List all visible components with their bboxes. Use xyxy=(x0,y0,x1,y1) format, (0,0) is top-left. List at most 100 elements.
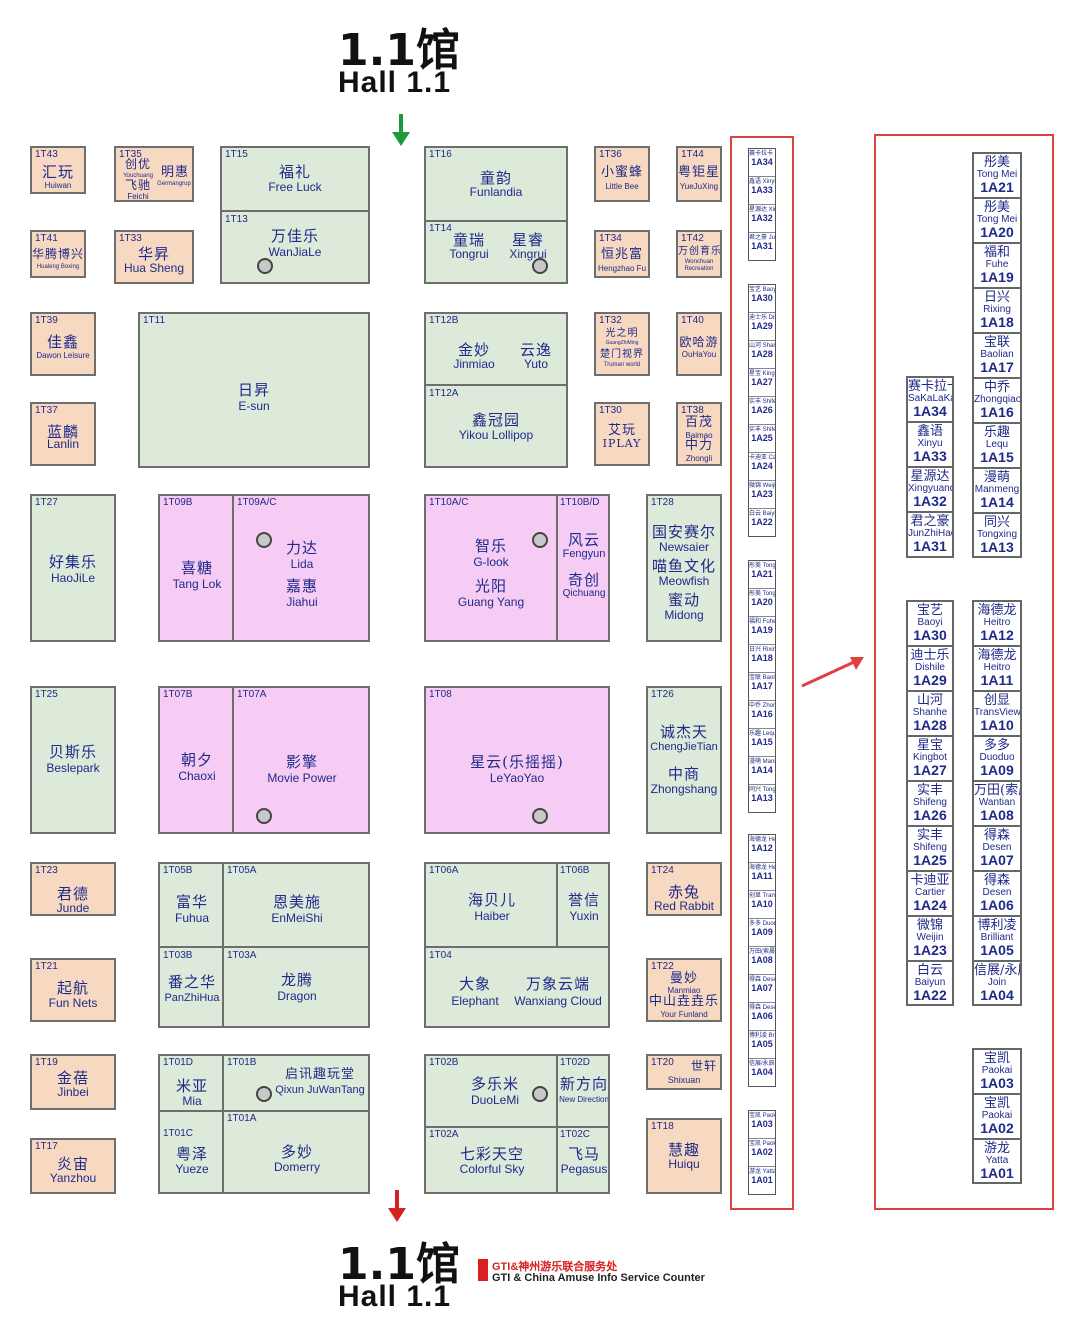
booth-1t18[interactable]: 1T18 慧趣 Huiqu xyxy=(646,1118,722,1194)
booth-1t17[interactable]: 1T17 炎宙 Yanzhou xyxy=(30,1138,116,1194)
booth-1t05-1t03[interactable]: 1T05B 富华 Fuhua 1T05A 恩美施 EnMeiShi 1T03B … xyxy=(158,862,370,1028)
zoom-booth[interactable]: 星源达Xingyuanda1A32 xyxy=(908,468,952,513)
booth-1t10[interactable]: 1T10A/C 智乐 G-look 光阳 Guang Yang 1T10B/D … xyxy=(424,494,610,642)
booth-1t43[interactable]: 1T43 汇玩 Huiwan xyxy=(30,146,86,194)
booth-1t34[interactable]: 1T34 恒兆富 Hengzhao Fu xyxy=(594,230,650,278)
booth-1t23[interactable]: 1T23 君德 Junde xyxy=(30,862,116,916)
booth-1t24[interactable]: 1T24 赤兔 Red Rabbit xyxy=(646,862,722,916)
booth-1t02[interactable]: 1T02B 多乐米 DuoLeMi 1T02D 新方向 New Directio… xyxy=(424,1054,610,1194)
zoom-booth[interactable]: 信展/永辰Join1A04 xyxy=(974,962,1020,1007)
booth-1t42[interactable]: 1T42 万创育乐 Wonchuan Recreation xyxy=(676,230,722,278)
booth-1t01[interactable]: 1T01D 米亚 Mia 1T01B 启讯趣玩堂 Qixun JuWanTang… xyxy=(158,1054,370,1194)
booth-1t19[interactable]: 1T19 金蓓 Jinbei xyxy=(30,1054,116,1110)
booth-1t09[interactable]: 1T09B 喜糖 Tang Lok 1T09A/C 力达 Lida 嘉惠 Jia… xyxy=(158,494,370,642)
booth-1t27[interactable]: 1T27 好集乐 HaoJiLe xyxy=(30,494,116,642)
booth-1t08[interactable]: 1T08 星云(乐摇摇) LeYaoYao xyxy=(424,686,610,834)
booth-1t25[interactable]: 1T25 贝斯乐 Beslepark xyxy=(30,686,116,834)
booth-1t37[interactable]: 1T37 蓝麟 Lanlin xyxy=(30,402,96,466)
strip-booth[interactable]: 星源达 Xingyuanda1A32 xyxy=(749,205,775,233)
booth-1t11[interactable]: 1T11 日昇 E-sun xyxy=(138,312,370,468)
booth-1t30[interactable]: 1T30 艾玩 IPLAY xyxy=(594,402,650,466)
booth-1t40[interactable]: 1T40 欧哈游 OuHaYou xyxy=(676,312,722,376)
booth-1t39[interactable]: 1T39 佳鑫 Dawon Leisure xyxy=(30,312,96,376)
booth-1t20[interactable]: 1T20 世轩 Shixuan xyxy=(646,1054,722,1090)
booth-1t32[interactable]: 1T32 光之明 GuangZhiMing 楚门视界 Truman world xyxy=(594,312,650,376)
booth-1t22[interactable]: 1T22 曼妙 Manmiao 中山垚垚乐 Your Funland xyxy=(646,958,722,1022)
booth-1t36[interactable]: 1T36 小蜜蜂 Little Bee xyxy=(594,146,650,202)
booth-1t38[interactable]: 1T38 百茂 Baimao 中力 Zhongli xyxy=(676,402,722,466)
booth-1t07[interactable]: 1T07B 朝夕 Chaoxi 1T07A 影擎 Movie Power xyxy=(158,686,370,834)
booth-1t21[interactable]: 1T21 起航 Fun Nets xyxy=(30,958,116,1022)
booth-1t12b-1t12a[interactable]: 1T12B 金妙 Jinmiao 云逸 Yuto 1T12A 鑫冠园 Yikou… xyxy=(424,312,568,468)
booth-1t16-1t14[interactable]: 1T16 童韵 Funlandia 1T14 童瑞 Tongrui 星睿 Xin… xyxy=(424,146,568,284)
booth-1t44[interactable]: 1T44 粤钜星 YueJuXing xyxy=(676,146,722,202)
booth-1t26[interactable]: 1T26 诚杰天 ChengJieTian 中商 Zhongshang xyxy=(646,686,722,834)
booth-1t28[interactable]: 1T28 国安赛尔 Newsaier 喵鱼文化 Meowfish 蜜动 Mido… xyxy=(646,494,722,642)
booth-1t06-1t04[interactable]: 1T06A 海贝儿 Haiber 1T06B 誉信 Yuxin 1T04 大象 … xyxy=(424,862,610,1028)
booth-1t33[interactable]: 1T33 华昇 Hua Sheng xyxy=(114,230,194,284)
